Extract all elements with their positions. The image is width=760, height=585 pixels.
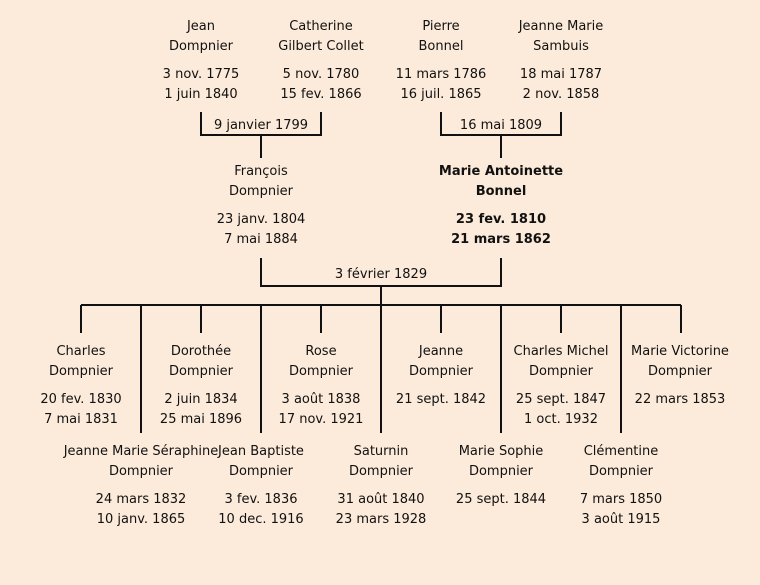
person-card-catherine: Catherine Gilbert Collet 5 nov. 1780 15 …: [241, 17, 401, 105]
birth-date: 2 juin 1834: [164, 392, 238, 407]
person-card-charles: Charles Dompnier 20 fev. 1830 7 mai 1831: [1, 342, 161, 430]
person-name: Charles Michel: [513, 344, 609, 359]
death-date: 10 janv. 1865: [96, 512, 186, 527]
person-name: Jeanne: [418, 344, 464, 359]
person-name: Catherine: [289, 19, 353, 34]
person-name: Marie Sophie: [458, 444, 544, 459]
person-surname: Dompnier: [228, 184, 294, 199]
birth-date: 3 août 1838: [281, 392, 361, 407]
person-surname: Dompnier: [168, 364, 234, 379]
person-surname: Dompnier: [288, 364, 354, 379]
person-card-charles-michel: Charles Michel Dompnier 25 sept. 1847 1 …: [481, 342, 641, 430]
person-name: Jeanne Marie Séraphine: [63, 444, 219, 459]
person-surname: Dompnier: [348, 464, 414, 479]
person-surname: Gilbert Collet: [278, 39, 364, 54]
person-surname: Dompnier: [528, 364, 594, 379]
death-date: 10 dec. 1916: [218, 512, 304, 527]
birth-date: 25 sept. 1844: [455, 492, 547, 507]
death-date: 1 juin 1840: [164, 87, 238, 102]
death-date: 7 mai 1884: [224, 232, 298, 247]
person-surname: Dompnier: [168, 39, 234, 54]
marriage-date: 16 mai 1809: [459, 118, 543, 133]
birth-date: 5 nov. 1780: [282, 67, 360, 82]
birth-date: 18 mai 1787: [519, 67, 603, 82]
birth-date: 7 mars 1850: [579, 492, 663, 507]
birth-date: 24 mars 1832: [95, 492, 187, 507]
birth-date: 3 fev. 1836: [224, 492, 298, 507]
person-name: Charles: [56, 344, 106, 359]
person-surname: Dompnier: [228, 464, 294, 479]
death-date: 16 juil. 1865: [400, 87, 482, 102]
birth-date: 25 sept. 1847: [515, 392, 607, 407]
person-surname: Dompnier: [468, 464, 534, 479]
death-date: 1 oct. 1932: [524, 412, 598, 427]
birth-date: 22 mars 1853: [634, 392, 726, 407]
death-date: 17 nov. 1921: [278, 412, 364, 427]
person-card-jeanne-marie-seraphine: Jeanne Marie Séraphine Dompnier 24 mars …: [56, 442, 226, 530]
person-surname: Bonnel: [418, 39, 464, 54]
person-card-clementine: Clémentine Dompnier 7 mars 1850 3 août 1…: [541, 442, 701, 530]
person-card-rose: Rose Dompnier 3 août 1838 17 nov. 1921: [241, 342, 401, 430]
death-date: 21 mars 1862: [451, 232, 551, 247]
person-surname: Dompnier: [408, 364, 474, 379]
person-card-marie-antoinette: Marie Antoinette Bonnel 23 fev. 1810 21 …: [421, 162, 581, 250]
person-card-francois: François Dompnier 23 janv. 1804 7 mai 18…: [181, 162, 341, 250]
person-card-jeanne-marie: Jeanne Marie Sambuis 18 mai 1787 2 nov. …: [481, 17, 641, 105]
marriage-date: 3 février 1829: [334, 267, 428, 282]
person-surname: Sambuis: [533, 39, 589, 54]
birth-date: 31 août 1840: [337, 492, 425, 507]
person-name: Jean: [186, 19, 216, 34]
person-name: Dorothée: [170, 344, 232, 359]
marriage-date: 9 janvier 1799: [213, 118, 309, 133]
person-surname: Dompnier: [588, 464, 654, 479]
person-card-saturnin: Saturnin Dompnier 31 août 1840 23 mars 1…: [301, 442, 461, 530]
death-date: 3 août 1915: [581, 512, 661, 527]
person-name: François: [234, 164, 288, 179]
person-card-pierre: Pierre Bonnel 11 mars 1786 16 juil. 1865: [361, 17, 521, 105]
person-name: Clémentine: [583, 444, 659, 459]
death-date: 25 mai 1896: [159, 412, 243, 427]
person-name: Jean Baptiste: [218, 444, 304, 459]
person-card-jeanne: Jeanne Dompnier 21 sept. 1842: [361, 342, 521, 410]
person-name: Rose: [305, 344, 337, 359]
person-surname: Dompnier: [108, 464, 174, 479]
person-name: Jeanne Marie: [518, 19, 604, 34]
birth-date: 11 mars 1786: [395, 67, 487, 82]
person-card-marie-sophie: Marie Sophie Dompnier 25 sept. 1844: [421, 442, 581, 510]
person-name: Marie Antoinette: [438, 164, 564, 179]
birth-date: 3 nov. 1775: [162, 67, 240, 82]
person-surname: Bonnel: [475, 184, 527, 199]
person-card-jean-baptiste: Jean Baptiste Dompnier 3 fev. 1836 10 de…: [181, 442, 341, 530]
person-name: Marie Victorine: [631, 344, 729, 359]
person-card-jean: Jean Dompnier 3 nov. 1775 1 juin 1840: [121, 17, 281, 105]
birth-date: 20 fev. 1830: [40, 392, 122, 407]
death-date: 7 mai 1831: [44, 412, 118, 427]
person-card-marie-victorine: Marie Victorine Dompnier 22 mars 1853: [600, 342, 760, 410]
person-surname: Dompnier: [48, 364, 114, 379]
death-date: 2 nov. 1858: [522, 87, 600, 102]
birth-date: 23 fev. 1810: [455, 212, 547, 227]
birth-date: 23 janv. 1804: [216, 212, 306, 227]
death-date: 23 mars 1928: [335, 512, 427, 527]
birth-date: 21 sept. 1842: [395, 392, 487, 407]
person-card-dorothee: Dorothée Dompnier 2 juin 1834 25 mai 189…: [121, 342, 281, 430]
person-name: Saturnin: [353, 444, 409, 459]
person-name: Pierre: [422, 19, 460, 34]
person-surname: Dompnier: [647, 364, 713, 379]
death-date: 15 fev. 1866: [280, 87, 362, 102]
